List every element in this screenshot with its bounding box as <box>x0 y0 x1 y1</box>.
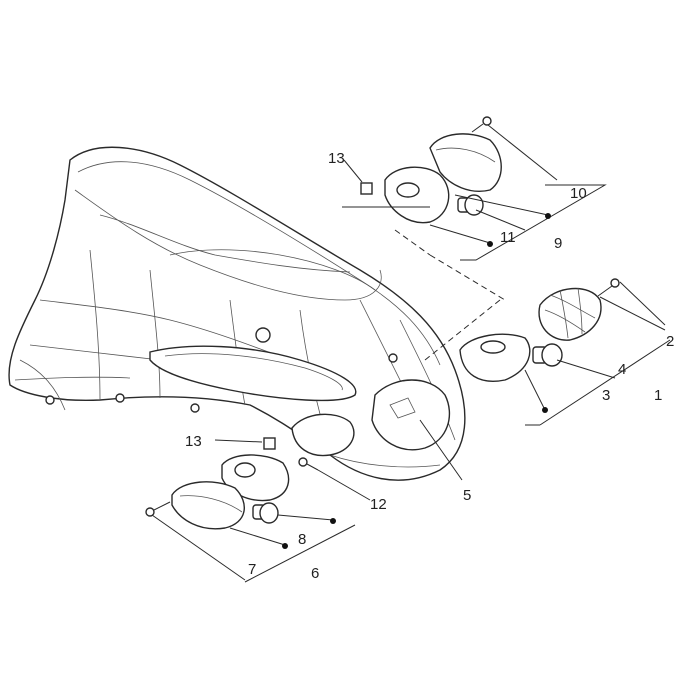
right-indicator-screw <box>597 278 620 297</box>
callout-13-lower: 13 <box>185 433 202 450</box>
upper-indicator-screw <box>471 116 492 133</box>
lower-indicator-reflector <box>221 454 290 502</box>
callout-6: 6 <box>311 565 319 582</box>
upper-clip <box>343 159 373 195</box>
right-indicator-bulb <box>532 343 563 367</box>
callout-13-upper: 13 <box>328 150 345 167</box>
upper-indicator-reflector <box>384 166 450 224</box>
lower-indicator-screw <box>145 501 171 517</box>
callout-12: 12 <box>370 496 387 513</box>
lower-indicator-lens <box>171 481 245 530</box>
right-indicator-lens <box>538 287 602 341</box>
right-indicator-reflector <box>459 333 531 382</box>
callout-11: 11 <box>500 229 516 246</box>
callout-labels: 1 2 3 4 5 6 7 8 9 10 11 12 13 13 <box>185 150 674 582</box>
callout-10: 10 <box>570 185 587 202</box>
callout-5: 5 <box>463 487 471 504</box>
leader-lines <box>151 124 671 583</box>
front-shield-body <box>8 146 466 481</box>
callout-8: 8 <box>298 531 306 548</box>
lower-clip <box>263 437 276 450</box>
callout-3: 3 <box>602 387 610 404</box>
callout-4: 4 <box>618 361 626 378</box>
leader-dots <box>282 213 551 549</box>
callout-1: 1 <box>654 387 662 404</box>
callout-7: 7 <box>248 561 256 578</box>
callout-9: 9 <box>554 235 562 252</box>
lower-screw-12 <box>298 457 319 471</box>
upper-indicator-lens <box>429 133 502 192</box>
callout-2: 2 <box>666 333 674 350</box>
lower-indicator-bulb <box>252 502 279 524</box>
